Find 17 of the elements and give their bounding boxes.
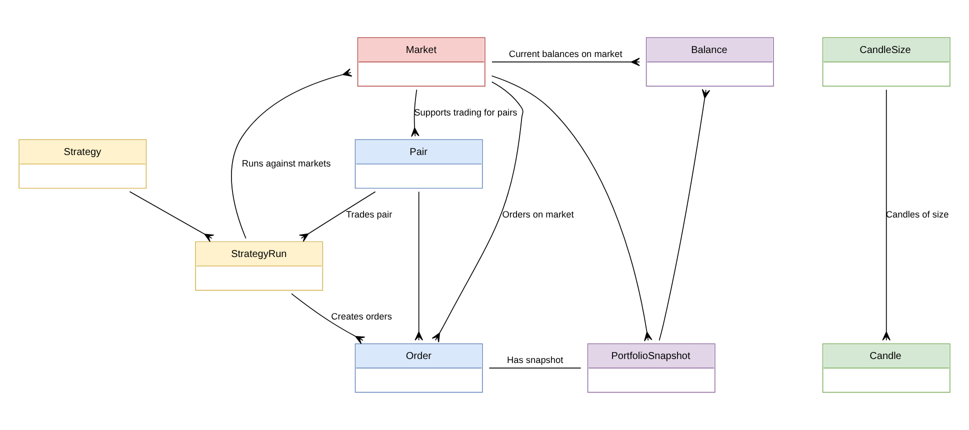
edge-label: Orders on market (502, 209, 574, 220)
edge-label: Current balances on market (508, 48, 622, 59)
connector (432, 81, 524, 343)
edge-label: Trades pair (346, 209, 392, 220)
connector (491, 75, 652, 342)
connector (882, 89, 891, 341)
edge-label: Runs against markets (242, 158, 331, 168)
connector (492, 58, 640, 66)
connector (231, 68, 352, 239)
connector (129, 191, 214, 242)
connector (658, 88, 710, 341)
connector (414, 191, 424, 341)
connector (291, 293, 366, 344)
connector (298, 191, 376, 242)
edge-label: Creates orders (331, 311, 392, 322)
connector (411, 89, 420, 137)
edge-label: Has snapshot (507, 354, 564, 365)
